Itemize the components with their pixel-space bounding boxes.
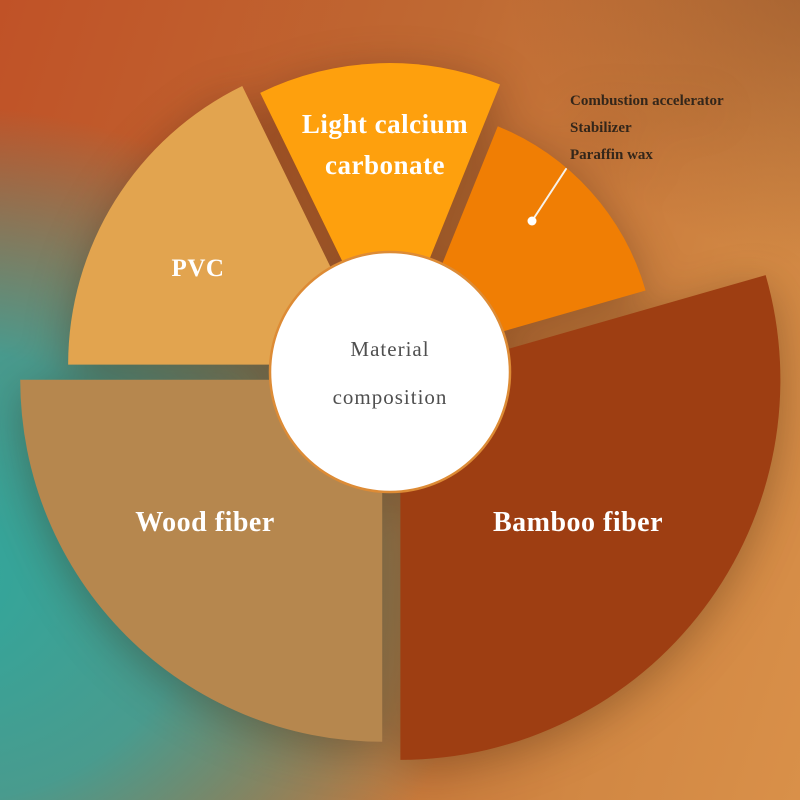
callout-label: Stabilizer (570, 120, 632, 136)
segment-label-bamboo-fiber: Bamboo fiber (493, 507, 663, 538)
callout-dot (527, 216, 537, 226)
callout-line (531, 168, 567, 222)
segment-label-light-calcium-carbonate: carbonate (325, 150, 445, 180)
segment-label-light-calcium-carbonate: Light calcium (302, 109, 468, 139)
center-label-line: composition (333, 385, 448, 409)
segment-label-wood-fiber: Wood fiber (135, 507, 275, 538)
callout-label: Combustion accelerator (570, 93, 724, 109)
pie-segment-light-calcium-carbonate (260, 63, 501, 359)
callout-label: Paraffin wax (570, 147, 653, 163)
center-label-line: Material (350, 337, 429, 361)
segment-label-pvc: PVC (172, 255, 225, 282)
center-circle (268, 250, 512, 494)
pie-segment-wood-fiber (20, 379, 383, 742)
